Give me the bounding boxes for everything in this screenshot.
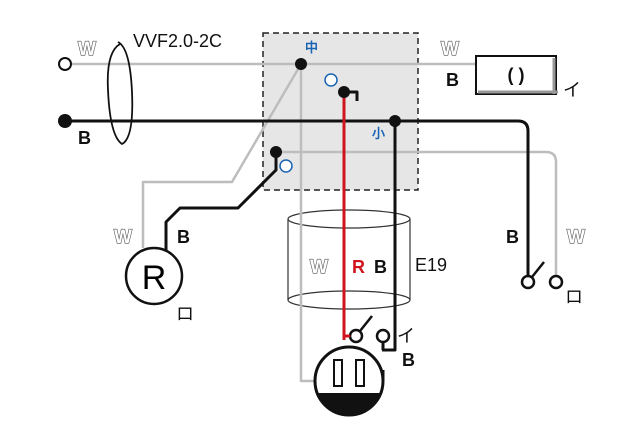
small-terminal-label: 小	[372, 126, 385, 141]
terminal-white-left	[58, 57, 72, 71]
equipment-letter-i: イ	[397, 326, 415, 346]
r-lamp	[124, 246, 184, 306]
cable-label: VVF2.0-2C	[133, 31, 222, 51]
socket-label: E19	[415, 255, 447, 275]
junction-dot	[338, 86, 350, 98]
junction-dot	[270, 146, 282, 158]
ceiling-light-symbol: ( )	[508, 65, 525, 85]
equipment-letter-ro: ロ	[565, 287, 583, 307]
wire-label-w: W	[567, 227, 585, 248]
outlet	[313, 345, 385, 417]
wire-label-r: R	[352, 257, 365, 277]
switch-ro	[520, 261, 564, 290]
wire-label-w: W	[114, 227, 132, 248]
wire-label-b: B	[177, 227, 190, 247]
junction-dot	[389, 115, 401, 127]
wire-label-b: B	[506, 227, 519, 247]
neutral-terminal-label: 中	[305, 40, 318, 55]
cable-bundle-marker	[106, 41, 134, 146]
terminal-marker	[324, 73, 338, 87]
wire-label-w: W	[78, 39, 96, 60]
wire-label-w: W	[441, 39, 459, 60]
equipment-letter-ro: ロ	[176, 304, 194, 324]
wire-label-b: B	[78, 128, 91, 148]
junction-dot	[295, 58, 307, 70]
wire-label-w: W	[310, 257, 328, 278]
r-lamp-symbol: R	[142, 259, 167, 297]
wire-label-b: B	[374, 257, 387, 277]
ceiling-light	[475, 55, 557, 95]
socket-housing	[287, 209, 411, 310]
terminal-black-left	[58, 114, 72, 128]
switch-i	[348, 315, 391, 344]
wire-label-b: B	[446, 70, 459, 90]
equipment-letter-i: イ	[563, 80, 581, 100]
wire-label-b: B	[402, 350, 415, 370]
terminal-marker	[279, 159, 293, 173]
white-wires	[65, 62, 558, 383]
